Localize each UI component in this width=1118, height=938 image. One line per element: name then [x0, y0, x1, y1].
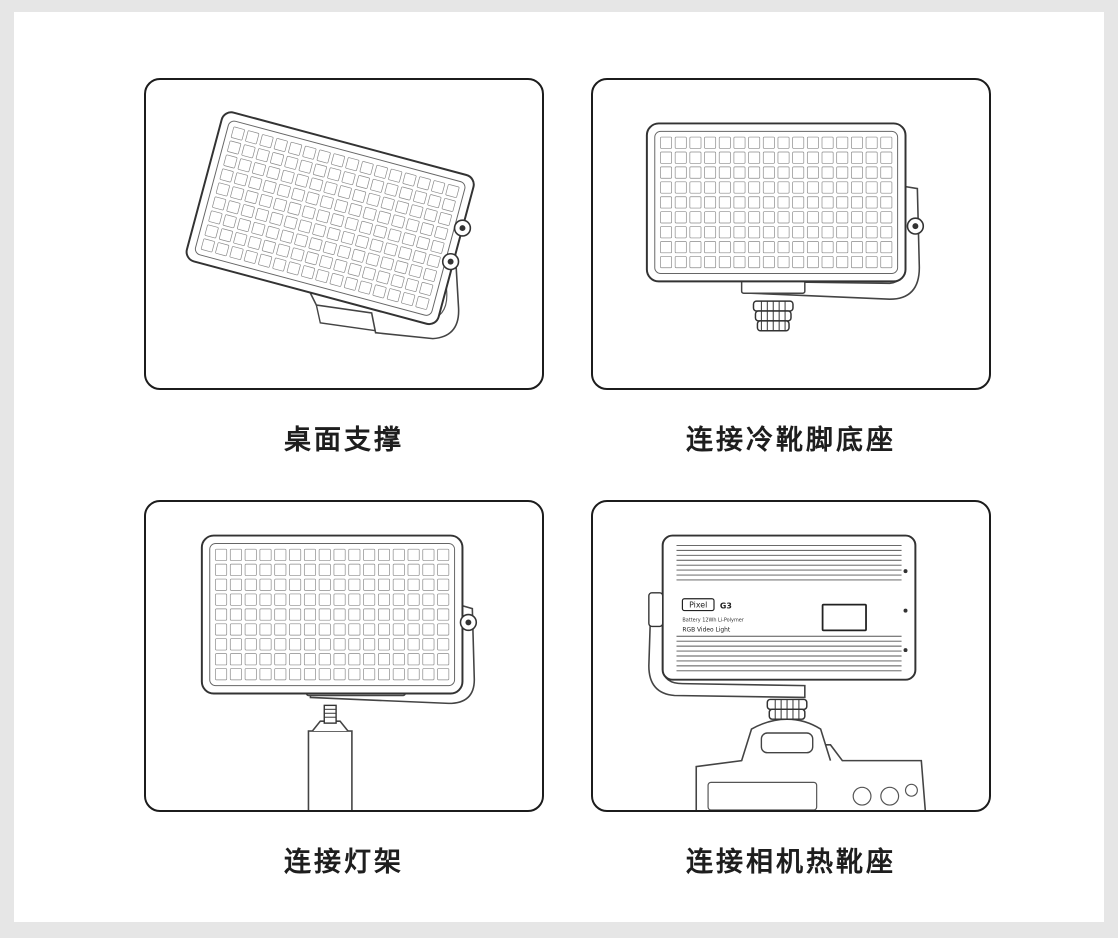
- brand-logo: [681, 598, 715, 612]
- desktop-stand-illustration: [185, 111, 475, 340]
- battery-text: Battery 12Wh Li-Polymer: [682, 617, 744, 623]
- camera-hot-shoe-illustration: Pixel G3 Battery 12Wh Li-Polymer RGB Vid…: [648, 534, 927, 810]
- product-name-text: RGB Video Light: [682, 627, 730, 633]
- panel-caption: 桌面支撑: [284, 425, 404, 456]
- display-window: [821, 603, 867, 632]
- panel-caption: 连接相机热靴座: [686, 847, 896, 878]
- page: 桌面支撑 连接冷靴脚底座: [14, 12, 1104, 922]
- brand-text: Pixel: [689, 601, 707, 610]
- panel-caption: 连接冷靴脚底座: [686, 425, 896, 456]
- panel-light-stand: [144, 500, 544, 812]
- panel-caption: 连接灯架: [284, 847, 404, 878]
- light-stand-illustration: [200, 534, 478, 810]
- panel-desktop-stand: [144, 78, 544, 390]
- panel-cold-shoe-base: [591, 78, 991, 390]
- panel-camera-hot-shoe: Pixel G3 Battery 12Wh Li-Polymer RGB Vid…: [591, 500, 991, 812]
- model-text: G3: [720, 602, 732, 611]
- cold-shoe-base-illustration: [645, 122, 925, 332]
